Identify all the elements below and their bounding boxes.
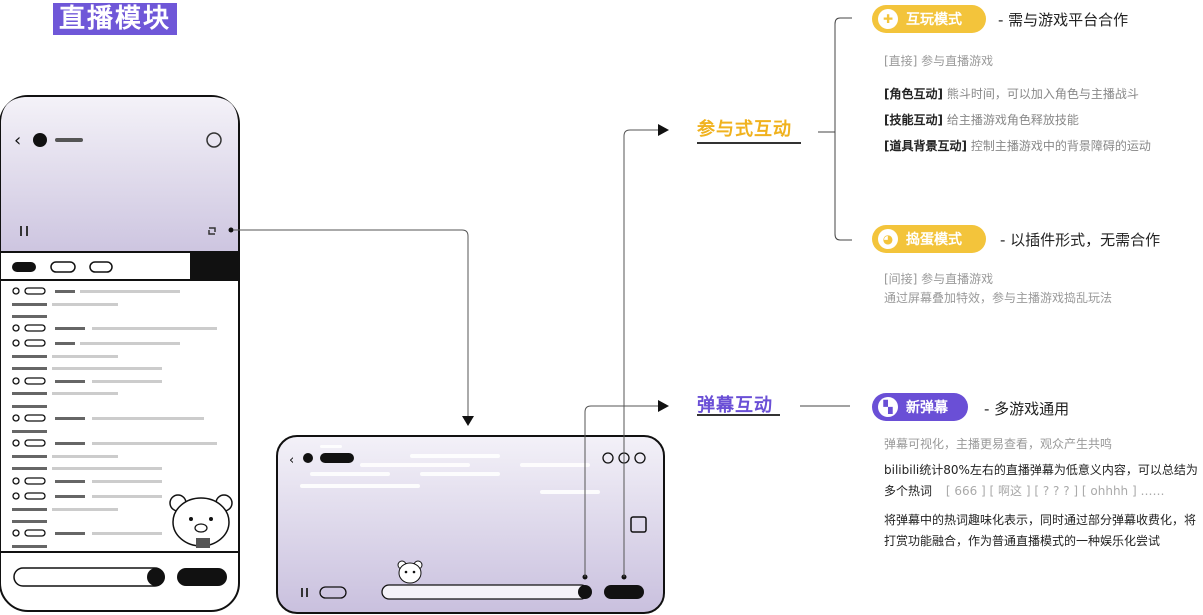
danmaku-line-4: 将弹幕中的热词趣味化表示，同时通过部分弹幕收费化，将 [884, 513, 1197, 527]
prank-mode-pill: ◕ 捣蛋模式 [872, 225, 986, 253]
role-interaction-text: 熊斗时间，可以加入角色与主播战斗 [946, 87, 1139, 101]
danmaku-line-1: 弹幕可视化，主播更易查看，观众产生共鸣 [884, 437, 1113, 451]
prank-mode-note: - 以插件形式，无需合作 [1000, 231, 1161, 249]
co-play-mode-pill: ✚ 互玩模式 [872, 5, 986, 33]
small-bear-sticker [397, 560, 423, 584]
danmaku-line-3-prefix: 多个热词 [884, 484, 933, 498]
prop-interaction-row: [道具背景互动] 控制主播游戏中的背景障碍的运动 [884, 137, 1151, 155]
danmaku-line-3: 多个热词 [ 666 ] [ 啊这 ] [ ? ? ? ] [ ohhhh ] … [884, 482, 1164, 500]
prank-mode-subtitle: [间接] 参与直播游戏 [884, 272, 994, 286]
co-play-mode-name: 互玩模式 [906, 12, 962, 28]
gamepad-icon: ✚ [878, 9, 898, 29]
prop-interaction-key: [道具背景互动] [884, 139, 967, 153]
svg-text:‹: ‹ [14, 130, 21, 151]
role-interaction-key: [角色互动] [884, 87, 943, 101]
bear-sticker [169, 494, 233, 548]
portrait-phone: ‹ [0, 95, 240, 612]
role-interaction-row: [角色互动] 熊斗时间，可以加入角色与主播战斗 [884, 85, 1139, 103]
page-title: 直播模块 [53, 3, 178, 35]
new-danmaku-pill: ▚ 新弹幕 [872, 393, 968, 421]
prank-mode-name: 捣蛋模式 [906, 232, 962, 248]
danmaku-hotword-tags: [ 666 ] [ 啊这 ] [ ? ? ? ] [ ohhhh ] …… [945, 484, 1165, 498]
prop-interaction-text: 控制主播游戏中的背景障碍的运动 [970, 139, 1151, 153]
prank-mode-text: 通过屏幕叠加特效，参与主播游戏捣乱玩法 [884, 291, 1113, 305]
participatory-branch-label: 参与式互动 [697, 119, 792, 140]
skill-interaction-row: [技能互动] 给主播游戏角色释放技能 [884, 111, 1079, 129]
new-danmaku-name: 新弹幕 [906, 400, 948, 416]
skill-interaction-key: [技能互动] [884, 113, 943, 127]
svg-text:‹: ‹ [289, 453, 294, 468]
puzzle-icon: ▚ [878, 397, 898, 417]
co-play-mode-subtitle: [直接] 参与直播游戏 [884, 54, 994, 68]
danmaku-line-2: bilibili统计80%左右的直播弹幕为低意义内容，可以总结为 [884, 463, 1198, 477]
danmaku-line-5: 打赏功能融合，作为普通直播模式的一种娱乐化尝试 [884, 534, 1161, 548]
new-danmaku-note: - 多游戏通用 [984, 400, 1070, 418]
pacman-icon: ◕ [878, 229, 898, 249]
landscape-phone: ‹ [276, 435, 665, 614]
co-play-mode-note: - 需与游戏平台合作 [998, 11, 1129, 29]
skill-interaction-text: 给主播游戏角色释放技能 [946, 113, 1079, 127]
danmaku-branch-label: 弹幕互动 [697, 395, 773, 416]
